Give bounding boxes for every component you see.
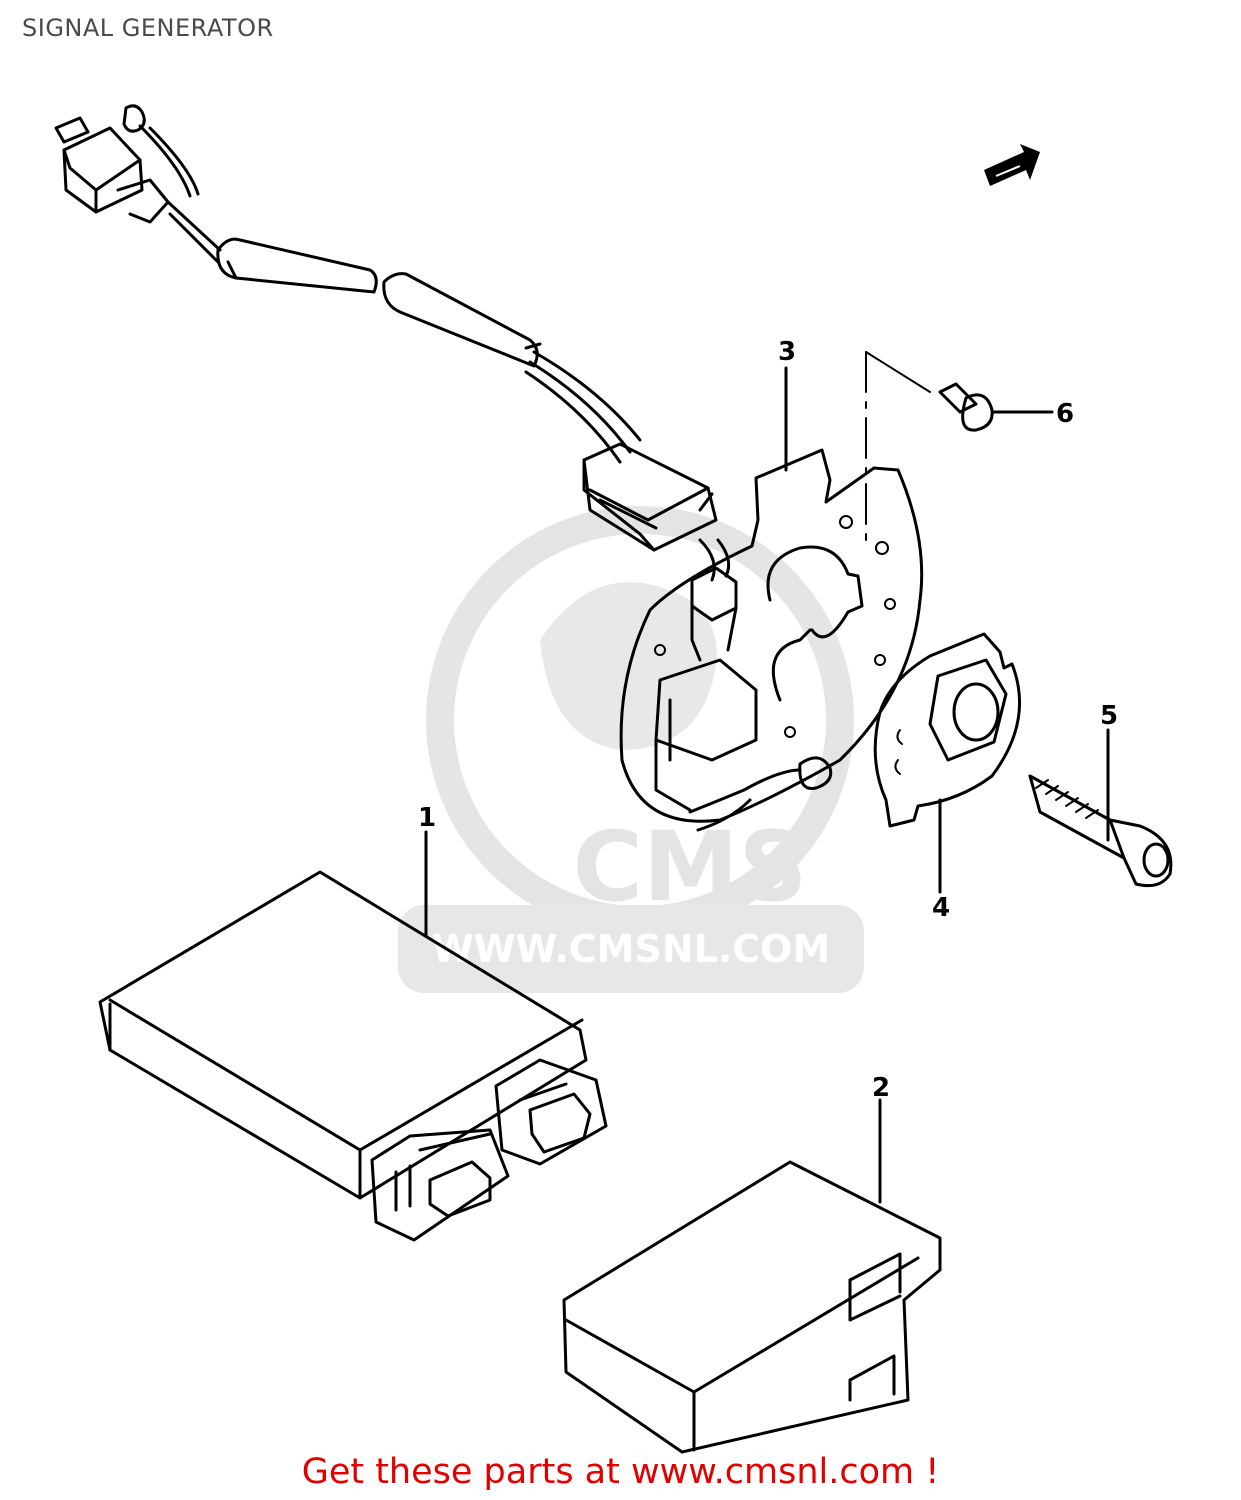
page-title: SIGNAL GENERATOR — [22, 14, 274, 42]
watermark: CMS WWW.CMSNL.COM — [398, 506, 864, 993]
callout-6: 6 — [1056, 399, 1074, 429]
callout-2: 2 — [872, 1073, 890, 1103]
watermark-logo-text: CMS — [572, 811, 807, 923]
direction-arrow-icon — [984, 144, 1040, 186]
callout-4: 4 — [932, 893, 950, 923]
callout-1: 1 — [418, 803, 436, 833]
watermark-url-text: WWW.CMSNL.COM — [432, 927, 831, 971]
callout-5: 5 — [1100, 701, 1118, 731]
get-parts-link[interactable]: Get these parts at www.cmsnl.com ! — [301, 1452, 940, 1492]
harness-wires — [524, 350, 642, 464]
part-2-cover — [562, 1160, 942, 1454]
harness-sleeve — [216, 237, 542, 368]
part-5-bolt — [1028, 774, 1173, 888]
callout-3: 3 — [778, 337, 796, 367]
watermark-banner — [398, 905, 864, 993]
dash-line-6b — [865, 351, 931, 393]
pickup-coil — [654, 538, 833, 832]
grommet-block — [582, 442, 718, 552]
part-1-cdi-unit — [98, 870, 608, 1242]
part-4-advancer-plate — [873, 632, 1022, 828]
part-6-screw — [938, 382, 994, 432]
harness-connector — [54, 104, 222, 264]
leader-lines — [424, 351, 1110, 1204]
